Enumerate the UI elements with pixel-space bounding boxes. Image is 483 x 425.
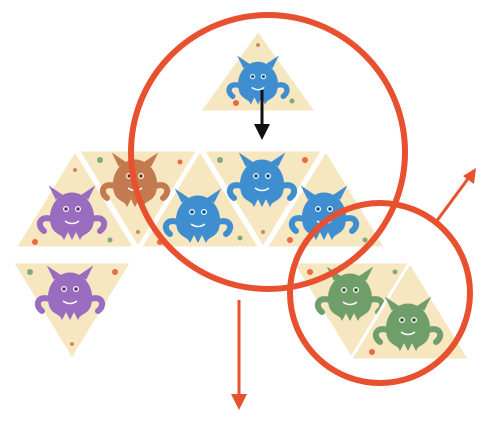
falling-tile[interactable] <box>199 30 317 112</box>
tile-row2-1[interactable] <box>12 262 132 360</box>
arrow-down-icon <box>231 300 247 410</box>
arrow-up-right-icon <box>436 168 476 222</box>
